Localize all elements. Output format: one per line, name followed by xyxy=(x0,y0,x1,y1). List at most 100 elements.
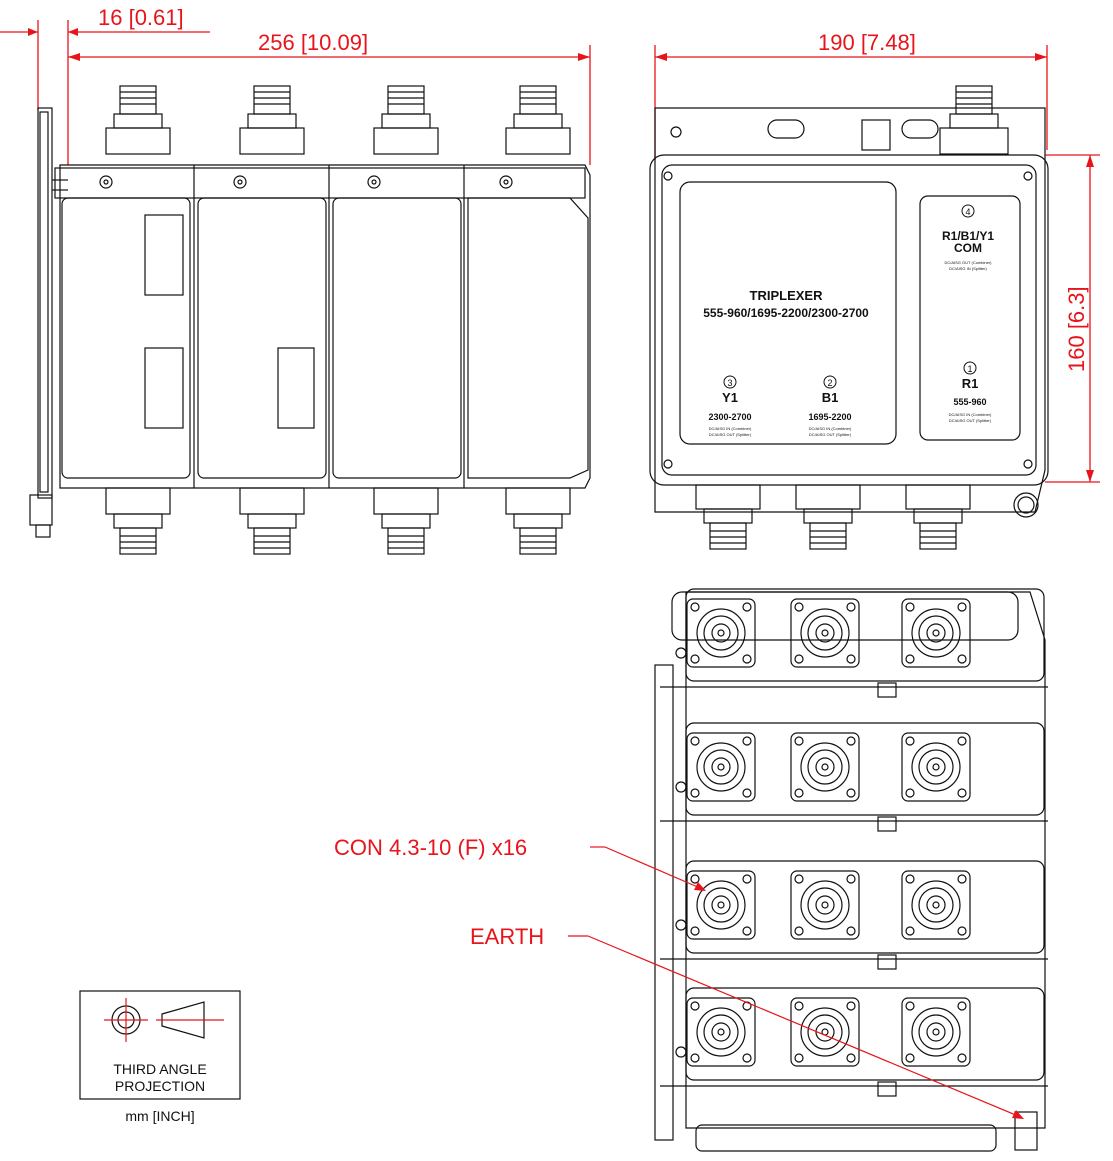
screw-icon xyxy=(742,654,752,664)
callout-connectors: CON 4.3-10 (F) x16 xyxy=(334,835,527,860)
side-view xyxy=(29,85,591,555)
connector-icon xyxy=(901,732,971,802)
screw-icon xyxy=(690,874,700,884)
dim-flange-label: 16 [0.61] xyxy=(98,5,184,30)
screw-icon xyxy=(794,654,804,664)
com-label-plate xyxy=(919,195,1021,441)
clip xyxy=(877,682,897,698)
screw-icon xyxy=(905,1001,915,1011)
com-note1: DC/AISG OUT (Combiner) xyxy=(944,260,992,265)
port-1-name: R1 xyxy=(962,376,979,391)
bottom-view xyxy=(654,588,1048,1152)
screw-icon xyxy=(794,788,804,798)
connector-icon xyxy=(901,598,971,668)
triplexer-bands: 555-960/1695-2200/2300-2700 xyxy=(703,306,869,320)
port-1-note1: DC/AISG IN (Combiner) xyxy=(949,412,992,417)
port-3-range: 2300-2700 xyxy=(708,412,751,422)
connector-icon xyxy=(505,85,571,155)
connector-icon xyxy=(790,997,860,1067)
module-4 xyxy=(467,197,589,479)
screw-icon xyxy=(742,1053,752,1063)
screw-icon xyxy=(846,736,856,746)
port-2-range: 1695-2200 xyxy=(808,412,851,422)
connector-icon xyxy=(901,870,971,940)
screw-icon xyxy=(675,647,687,659)
port-number-badge xyxy=(963,361,977,375)
module-row xyxy=(685,722,1045,816)
screw-icon xyxy=(690,654,700,664)
screw-icon xyxy=(675,781,687,793)
connector-icon xyxy=(686,732,756,802)
module-1 xyxy=(61,197,191,479)
screw-icon xyxy=(905,736,915,746)
port-3-num: 3 xyxy=(727,378,732,388)
connector-icon xyxy=(790,732,860,802)
dimension-lines xyxy=(0,20,1100,483)
screw-icon xyxy=(905,788,915,798)
screw-icon xyxy=(905,654,915,664)
module-3 xyxy=(332,197,462,479)
port-number-badge xyxy=(961,204,975,218)
screw-icon xyxy=(846,1001,856,1011)
screw-icon xyxy=(742,602,752,612)
screw-icon xyxy=(905,926,915,936)
connector-icon xyxy=(695,484,761,550)
screw-icon xyxy=(794,926,804,936)
screw-icon xyxy=(957,1053,967,1063)
module-row xyxy=(685,987,1045,1081)
port-1-range: 555-960 xyxy=(953,397,986,407)
screw-icon xyxy=(690,736,700,746)
callout-leaders xyxy=(568,846,1024,1119)
screw-icon xyxy=(957,654,967,664)
screw-icon xyxy=(499,175,513,189)
callout-earth: EARTH xyxy=(470,924,544,949)
connector-icon xyxy=(901,997,971,1067)
screw-icon xyxy=(794,1053,804,1063)
screw-icon xyxy=(742,926,752,936)
screw-icon xyxy=(233,175,247,189)
connector-icon xyxy=(905,484,971,550)
screw-icon xyxy=(690,788,700,798)
screw-icon xyxy=(742,736,752,746)
port-3-name: Y1 xyxy=(722,390,738,405)
screw-icon xyxy=(905,874,915,884)
connector-icon xyxy=(239,85,305,155)
connector-icon xyxy=(686,870,756,940)
front-view xyxy=(649,85,1049,550)
screw-icon xyxy=(794,874,804,884)
screw-icon xyxy=(957,1001,967,1011)
port-number-badge xyxy=(823,375,837,389)
com-sub: COM xyxy=(954,241,982,255)
dim-width-label: 190 [7.48] xyxy=(818,30,916,55)
module-row xyxy=(685,860,1045,954)
screw-icon xyxy=(846,654,856,664)
connector-icon xyxy=(239,487,305,555)
dim-length-label: 256 [10.09] xyxy=(258,30,368,55)
com-num: 4 xyxy=(965,207,970,217)
triplexer-title: TRIPLEXER xyxy=(750,288,824,303)
screw-icon xyxy=(905,602,915,612)
connector-icon xyxy=(373,487,439,555)
clip xyxy=(877,954,897,970)
screw-icon xyxy=(690,602,700,612)
connector-icon xyxy=(686,598,756,668)
connector-icon xyxy=(686,997,756,1067)
connector-icon xyxy=(939,85,1009,155)
third-angle-projection-icon xyxy=(79,990,241,1100)
port-2-name: B1 xyxy=(822,390,839,405)
connector-icon xyxy=(790,598,860,668)
connector-icon xyxy=(505,487,571,555)
screw-icon xyxy=(957,926,967,936)
screw-icon xyxy=(742,788,752,798)
screw-icon xyxy=(794,602,804,612)
projection-line1: THIRD ANGLE xyxy=(113,1061,206,1077)
screw-icon xyxy=(905,1053,915,1063)
com-name: R1/B1/Y1 xyxy=(942,229,994,243)
connector-icon xyxy=(105,85,171,155)
label-plate xyxy=(679,181,897,445)
port-3-note2: DC/AISG OUT (Splitter) xyxy=(709,432,752,437)
port-number-badge xyxy=(723,375,737,389)
units-label: mm [INCH] xyxy=(125,1108,194,1124)
screw-icon xyxy=(957,788,967,798)
